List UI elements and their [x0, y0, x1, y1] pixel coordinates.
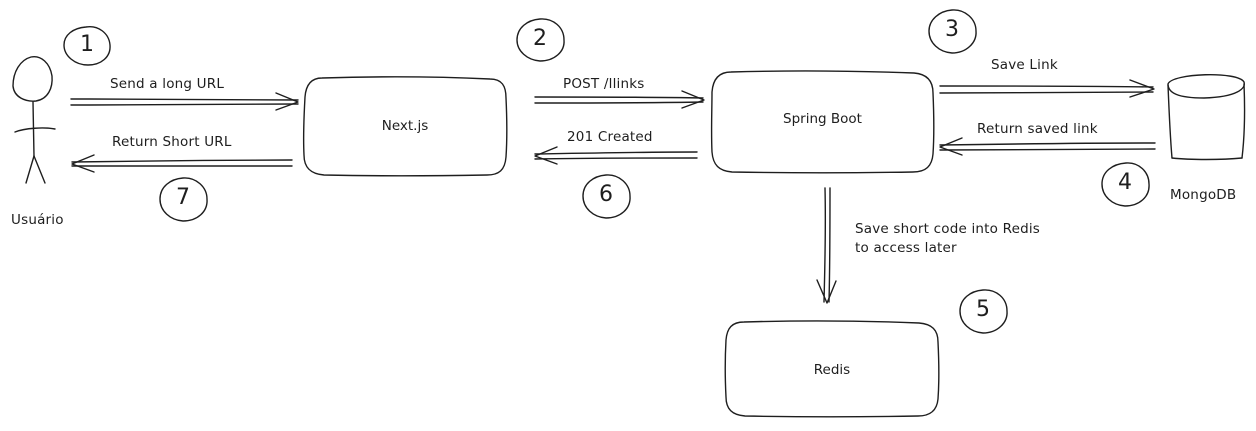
save-redis-label-line2: to access later — [855, 240, 957, 256]
return-saved-link-label: Return saved link — [977, 121, 1098, 137]
mongodb-database-cylinder-icon — [1167, 74, 1246, 161]
user-stick-figure-icon — [12, 56, 56, 184]
step-2-circle — [516, 18, 565, 62]
spring-boot-label: Spring Boot — [783, 111, 862, 127]
send-long-url-label: Send a long URL — [110, 76, 225, 92]
user-label: Usuário — [11, 212, 64, 228]
arrow-return-short-url — [71, 154, 293, 173]
save-redis-label-line1: Save short code into Redis — [855, 221, 1041, 237]
step-2-number: 2 — [533, 26, 547, 51]
return-short-url-label: Return Short URL — [112, 134, 232, 150]
created-label: 201 Created — [567, 129, 653, 145]
arrow-return-saved-link — [939, 137, 1156, 156]
step-7-number: 7 — [176, 185, 190, 210]
nextjs-box — [302, 76, 508, 177]
spring-boot-box — [710, 70, 935, 174]
nextjs-label: Next.js — [381, 118, 429, 134]
step-5-circle — [959, 289, 1008, 334]
step-3-circle — [928, 9, 977, 54]
redis-label: Redis — [813, 362, 851, 378]
save-link-label: Save Link — [991, 57, 1058, 73]
arrow-201-created — [534, 146, 698, 165]
mongodb-label: MongoDB — [1170, 187, 1237, 203]
step-3-number: 3 — [945, 17, 959, 42]
step-7-circle — [159, 177, 208, 222]
post-links-label: POST /llinks — [563, 76, 645, 92]
step-5-number: 5 — [976, 297, 990, 322]
arrow-post-links — [534, 90, 705, 109]
arrow-save-link — [939, 79, 1155, 98]
step-1-number: 1 — [80, 32, 94, 57]
step-4-number: 4 — [1118, 170, 1132, 195]
step-4-circle — [1101, 162, 1150, 207]
step-1-circle — [63, 26, 111, 66]
arrow-save-redis — [816, 187, 837, 304]
step-6-circle — [582, 174, 631, 219]
step-6-number: 6 — [599, 182, 613, 207]
arrow-send-long-url — [70, 92, 299, 111]
redis-box — [724, 320, 940, 418]
